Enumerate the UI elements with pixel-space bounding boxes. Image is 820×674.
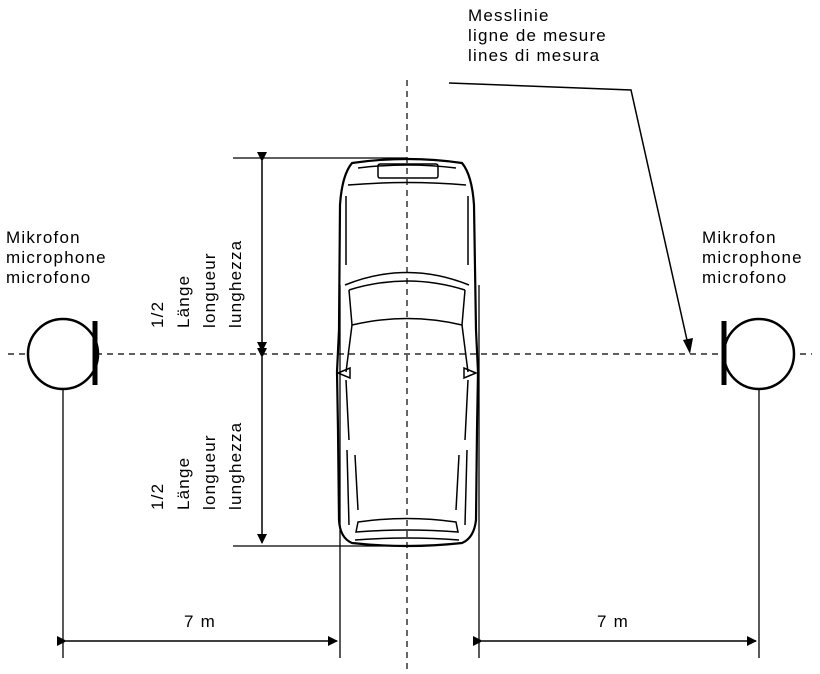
microphone-left-label-de: Mikrofon [6, 228, 81, 247]
microphone-right-label-fr: microphone [702, 248, 803, 267]
right-microphone-icon [721, 317, 796, 391]
measure-line-label-it: lines di mesura [468, 46, 601, 65]
measure-line-label-de: Messlinie [468, 6, 550, 25]
microphone-left-label: Mikrofon microphone microfono [6, 228, 107, 288]
half-length-top-fraction: 1/2 [148, 300, 167, 328]
measure-line-label-fr: ligne de mesure [468, 26, 607, 45]
half-length-top-fr: longueur [200, 252, 219, 328]
microphone-right-label-it: microfono [702, 268, 788, 287]
measure-line-label: Messlinie ligne de mesure lines di mesur… [468, 6, 607, 66]
half-length-bottom-de: Länge [174, 456, 193, 510]
microphone-left-label-it: microfono [6, 268, 92, 287]
distance-right-label: 7 m [597, 612, 629, 631]
half-length-bottom-label: 1/2 Länge longueur lunghezza [145, 422, 249, 510]
microphone-right-label: Mikrofon microphone microfono [702, 228, 803, 288]
half-length-bottom-it: lunghezza [226, 421, 245, 510]
microphone-right-label-de: Mikrofon [702, 228, 777, 247]
half-length-top-it: lunghezza [226, 239, 245, 328]
half-length-top-label: 1/2 Länge longueur lunghezza [145, 240, 249, 328]
measure-line-leader [448, 82, 690, 350]
distance-left-label: 7 m [184, 612, 216, 631]
half-length-bottom-fr: longueur [200, 434, 219, 510]
microphone-left-label-fr: microphone [6, 248, 107, 267]
left-microphone-icon [26, 317, 100, 391]
half-length-bottom-fraction: 1/2 [148, 482, 167, 510]
leader-arrowhead [683, 338, 693, 354]
car-top-view-icon [335, 157, 480, 548]
half-length-top-de: Länge [174, 274, 193, 328]
